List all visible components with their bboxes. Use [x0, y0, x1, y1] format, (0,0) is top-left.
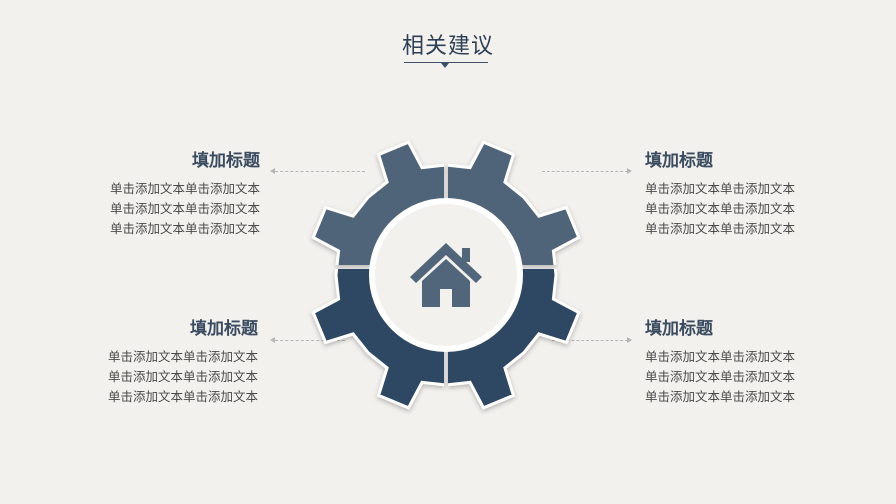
title-pointer-icon: [441, 63, 449, 68]
house-icon: [410, 243, 482, 307]
connector-arrow-icon: [270, 168, 275, 174]
text-block-top-right: 填加标题 单击添加文本单击添加文本 单击添加文本单击添加文本 单击添加文本单击添…: [645, 146, 845, 239]
block-text-line: 单击添加文本单击添加文本: [107, 389, 258, 404]
connector-line: [275, 171, 365, 172]
block-text-line: 单击添加文本单击添加文本: [645, 221, 796, 236]
block-text-line: 单击添加文本单击添加文本: [109, 181, 260, 196]
connector-arrow-icon: [627, 337, 632, 343]
gear-diagram: [311, 140, 581, 410]
block-text-line: 单击添加文本单击添加文本: [645, 181, 796, 196]
text-block-bottom-left: 填加标题 单击添加文本单击添加文本 单击添加文本单击添加文本 单击添加文本单击添…: [58, 314, 258, 407]
block-text-line: 单击添加文本单击添加文本: [645, 349, 796, 364]
block-heading: 填加标题: [192, 151, 260, 171]
block-text-line: 单击添加文本单击添加文本: [107, 349, 258, 364]
block-text-line: 单击添加文本单击添加文本: [109, 201, 260, 216]
connector-line: [542, 171, 628, 172]
block-text-line: 单击添加文本单击添加文本: [645, 201, 796, 216]
connector-arrow-icon: [270, 337, 275, 343]
title-underline: [404, 62, 488, 63]
connector-arrow-icon: [627, 168, 632, 174]
text-block-bottom-right: 填加标题 单击添加文本单击添加文本 单击添加文本单击添加文本 单击添加文本单击添…: [645, 314, 845, 407]
text-block-top-left: 填加标题 单击添加文本单击添加文本 单击添加文本单击添加文本 单击添加文本单击添…: [60, 146, 260, 239]
block-heading: 填加标题: [645, 319, 713, 339]
slide-title: 相关建议: [401, 34, 494, 59]
block-text-line: 单击添加文本单击添加文本: [109, 221, 260, 236]
block-text-line: 单击添加文本单击添加文本: [645, 389, 796, 404]
block-text-line: 单击添加文本单击添加文本: [107, 369, 258, 384]
connector-line: [552, 340, 628, 341]
block-heading: 填加标题: [190, 319, 258, 339]
block-text-line: 单击添加文本单击添加文本: [645, 369, 796, 384]
connector-line: [275, 340, 345, 341]
block-heading: 填加标题: [645, 151, 713, 171]
